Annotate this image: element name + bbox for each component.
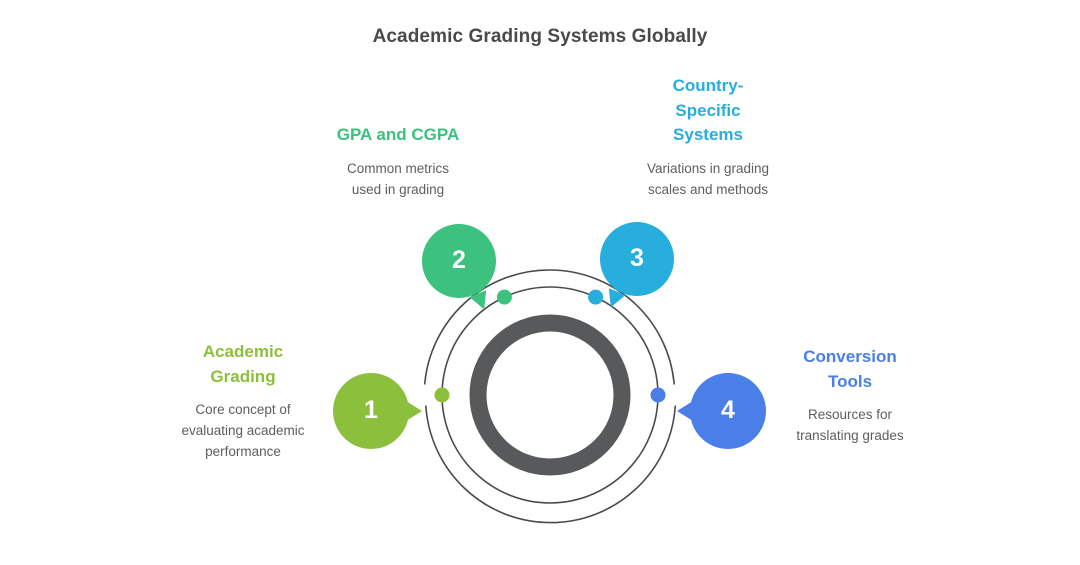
ring-inner-thick [469,314,631,476]
step-dot-4 [650,387,666,403]
step-number-1: 1 [364,396,378,424]
concentric-rings-graphic [423,269,677,524]
bubble-tail-1 [406,401,422,421]
step-number-2: 2 [452,246,466,274]
step-bubble-3[interactable]: 3 [600,222,674,311]
step-bubble-2[interactable]: 2 [422,224,496,313]
page-title: Academic Grading Systems Globally [372,26,708,47]
ring-outer [423,269,677,524]
step-bubble-4[interactable]: 4 [677,373,766,449]
step-dot-2 [496,289,512,305]
step-number-3: 3 [630,244,644,272]
step-number-4: 4 [721,396,735,424]
bubble-tail-4 [677,401,693,421]
step-title-2: GPA and CGPA [336,125,460,144]
step-dot-1 [434,387,450,403]
step-bubble-1[interactable]: 1 [333,373,422,449]
step-dot-3 [588,289,604,305]
